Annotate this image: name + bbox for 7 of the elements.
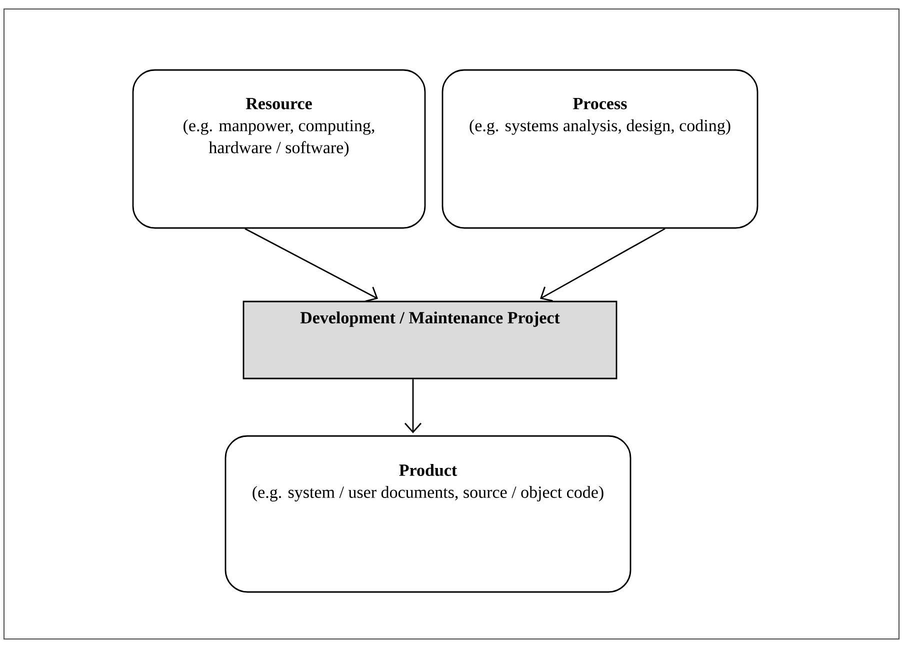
rounded-box: Resource (e.g. manpower, computing, hardware / software) [132,69,426,229]
arrow [404,379,422,434]
rounded-box: Process (e.g. systems analysis, design, coding) [442,69,758,229]
process-box: Development / Maintenance Project [242,300,618,380]
arrow [244,228,378,302]
arrow [540,228,666,302]
rounded-box: Product (e.g. system / user documents, source / object code) [224,435,632,593]
